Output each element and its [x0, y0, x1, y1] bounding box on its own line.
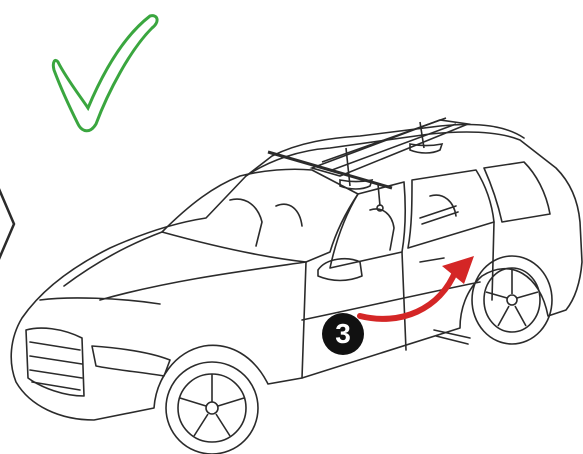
step-number-badge: 3 — [322, 313, 364, 355]
car-body-outline — [11, 132, 582, 420]
rear-quarter-window — [484, 162, 550, 222]
roof-rack — [268, 118, 468, 211]
front-wheel — [166, 362, 258, 454]
chevron-right-icon[interactable] — [0, 182, 14, 266]
rear-side-window — [408, 170, 494, 248]
headlight — [92, 346, 170, 376]
checkmark-icon — [53, 16, 157, 131]
car-illustration — [11, 125, 582, 421]
